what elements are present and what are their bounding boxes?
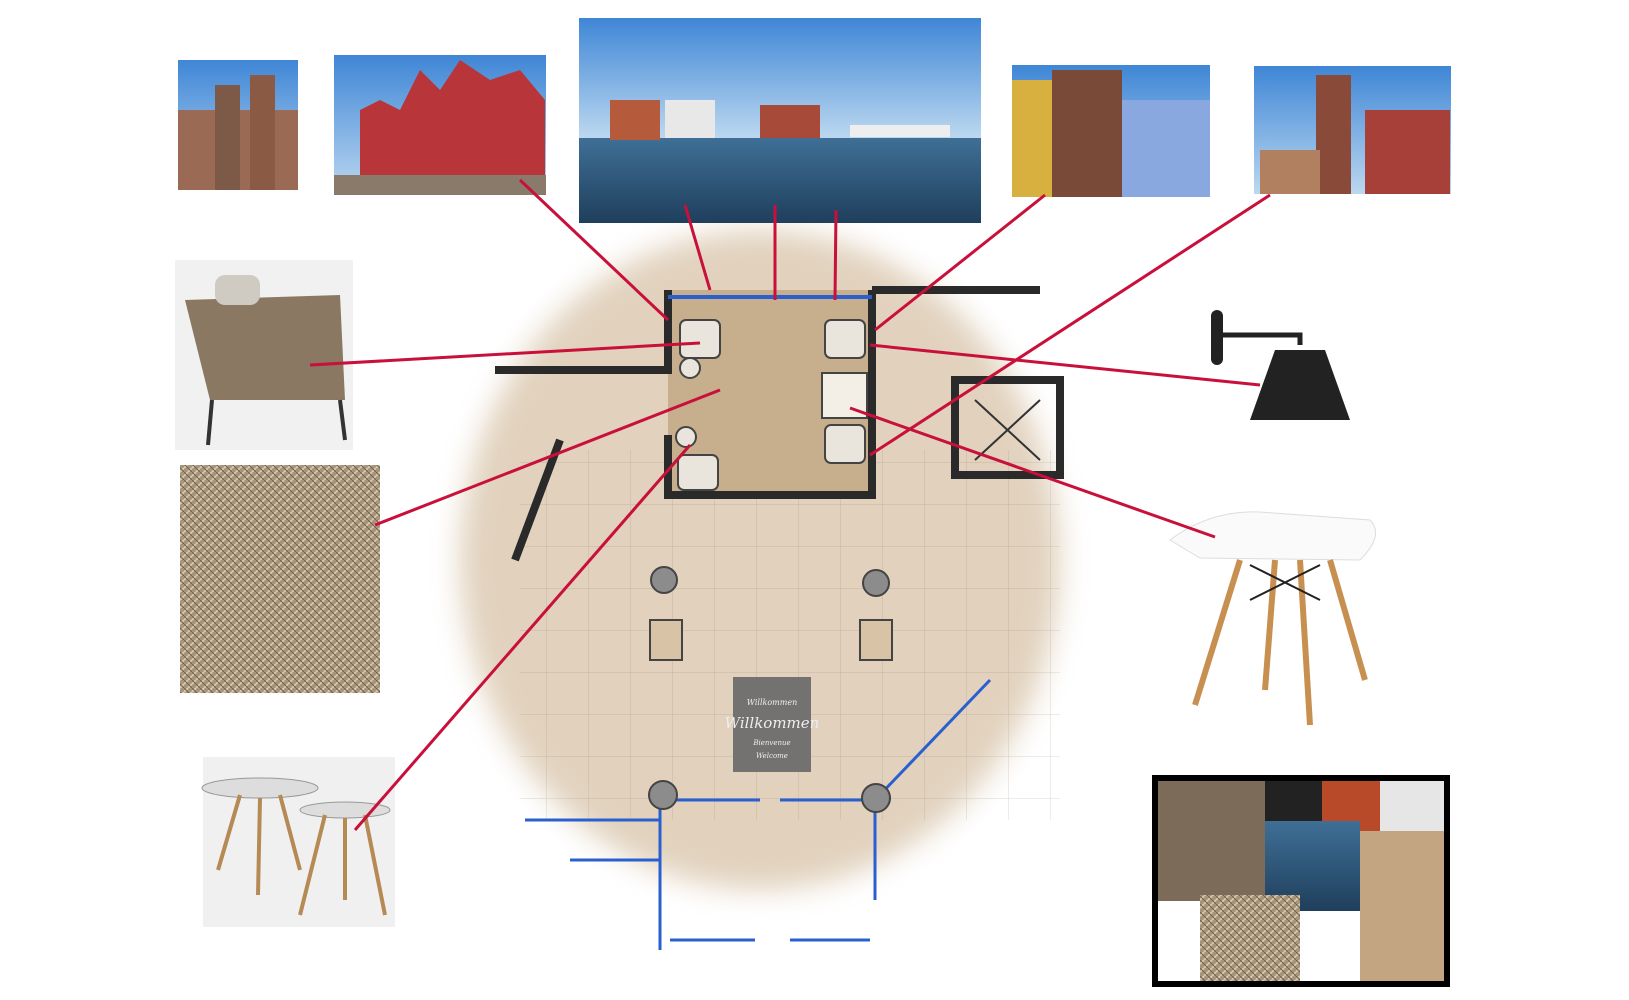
photo-sisal-carpet: [180, 465, 380, 693]
connector-harbor: [683, 204, 838, 301]
sign-small-welcome: Welcome: [756, 752, 788, 760]
connector-table: [849, 406, 1216, 539]
photo-harbor: [579, 18, 981, 223]
connector-lines: [309, 178, 1271, 831]
welcome-sign: Willkommen Willkommen Bienvenue Welcome: [725, 677, 820, 772]
sign-small-bienvenue: Bienvenue: [752, 739, 790, 747]
material-palette: [1152, 775, 1450, 987]
photo-white-table: [1169, 511, 1377, 726]
connector-armchair: [309, 341, 701, 367]
photo-colorful-facades: [1012, 65, 1210, 197]
connector-carpet: [374, 388, 721, 527]
photo-wall-lamp: [1211, 310, 1350, 420]
connector-side-tables: [353, 444, 692, 831]
columns: [648, 566, 891, 813]
photo-town-hall: [1254, 66, 1451, 194]
floor-wash: [460, 230, 1060, 890]
connector-townhall: [869, 193, 1271, 457]
walls: [495, 286, 1064, 562]
stair-symbol: [974, 399, 1041, 461]
connector-houses: [518, 178, 670, 322]
photo-side-tables: [201, 757, 395, 927]
sign-main-text: Willkommen: [725, 714, 820, 732]
photo-rope-armchair: [175, 260, 353, 450]
connector-lamp: [869, 343, 1261, 387]
planters: [649, 619, 893, 661]
entrance-glazing: [525, 678, 992, 950]
connector-facades: [874, 193, 1046, 332]
photo-church-street: [178, 60, 298, 190]
photo-red-gabled-houses: [334, 55, 546, 195]
sign-small-willkommen: Willkommen: [747, 698, 797, 707]
